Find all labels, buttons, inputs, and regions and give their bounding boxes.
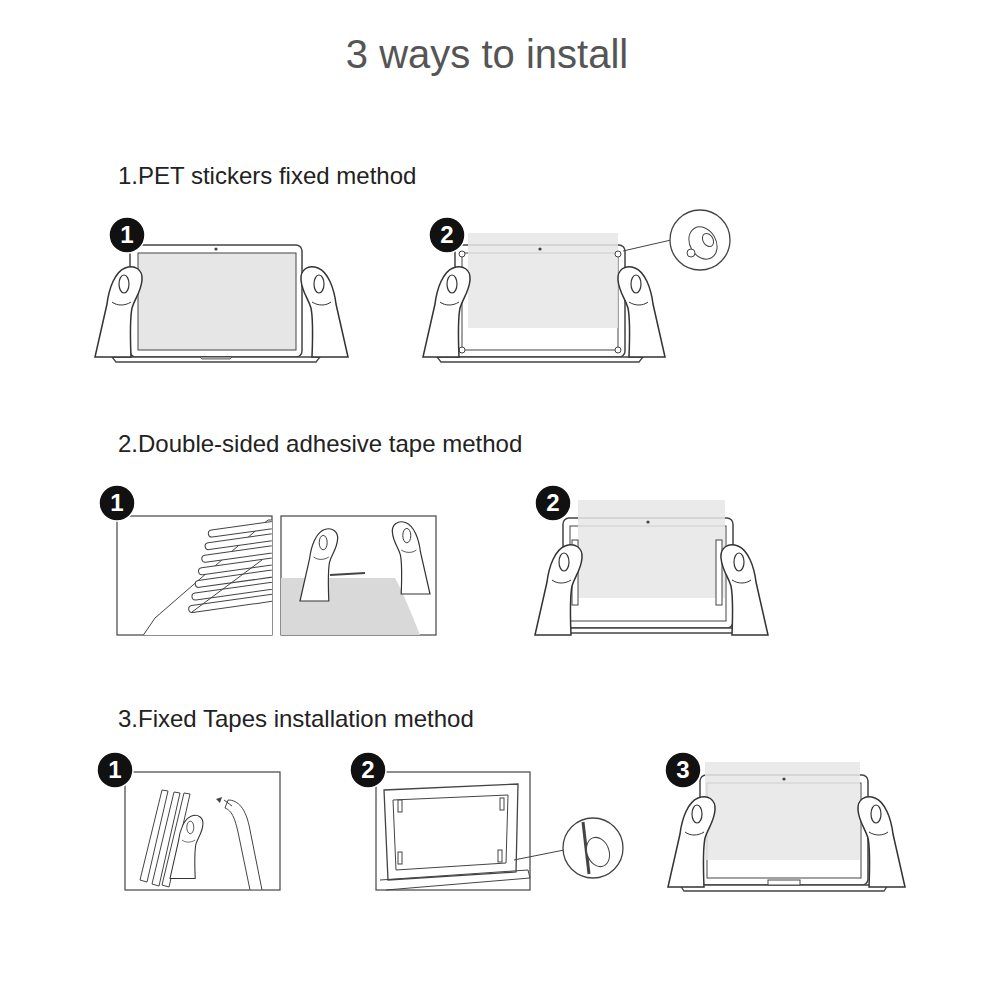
step-number: 1: [98, 484, 136, 515]
laptop-figure: [668, 797, 715, 887]
laptop-figure: [618, 267, 665, 357]
laptop-figure: [670, 210, 730, 270]
laptop-figure: [538, 247, 541, 250]
laptop-figure: [459, 251, 465, 257]
step-circle: [99, 485, 135, 521]
step-badge: 1: [96, 751, 134, 789]
page-title: 3 ways to install: [346, 32, 628, 77]
laptop-figure: [687, 249, 695, 257]
method-heading: 3.Fixed Tapes installation method: [118, 705, 474, 733]
tape-sheet-figure: [330, 573, 365, 575]
laptop-figure: [668, 762, 905, 891]
laptop-figure: [498, 850, 502, 862]
laptop-figure: [782, 777, 785, 780]
laptop-figure: [500, 798, 504, 810]
step-circle: [109, 217, 145, 253]
tape-strip-figure: [216, 797, 222, 803]
laptop-figure: [214, 247, 217, 250]
step-number: 1: [96, 751, 134, 782]
laptop-figure: [398, 852, 402, 864]
laptop-figure: [700, 231, 716, 248]
laptop-figure: [393, 795, 508, 870]
step-badge: 2: [349, 751, 387, 789]
laptop-figure: [130, 245, 302, 357]
step-circle: [535, 485, 571, 521]
step-number: 2: [349, 751, 387, 782]
laptop-figure: [578, 500, 725, 598]
tape-sheet-figure: [281, 578, 420, 635]
laptop-figure: [138, 253, 296, 350]
laptop-figure: [437, 357, 643, 362]
tape-sheet-figure: [178, 517, 272, 613]
step-circle: [429, 217, 465, 253]
step-badge: 3: [664, 751, 702, 789]
laptop-figure: [623, 240, 671, 251]
tape-strip-figure: [225, 800, 262, 890]
step-badge: 1: [108, 216, 146, 254]
laptop-figure: [680, 885, 888, 891]
laptop-figure: [535, 500, 768, 635]
laptop-figure: [376, 772, 623, 890]
tape-strip-figure: [125, 772, 280, 890]
laptop-figure: [301, 267, 348, 357]
tape-sheet-figure: [300, 529, 338, 601]
laptop-figure: [112, 357, 320, 362]
laptop-figure: [545, 628, 751, 633]
tape-sheet-figure: [392, 522, 430, 594]
step-badge: 2: [428, 216, 466, 254]
laptop-figure: [615, 347, 621, 353]
laptop-figure: [646, 520, 649, 523]
laptop-figure: [200, 357, 232, 359]
step-badge: 1: [98, 484, 136, 522]
laptop-figure: [716, 540, 722, 605]
tape-sheet-figure: [208, 517, 272, 537]
laptop-figure: [768, 880, 800, 885]
tape-sheet-figure: [140, 517, 272, 635]
laptop-figure: [95, 245, 348, 362]
laptop-figure: [535, 545, 582, 635]
tape-strip-figure: [224, 800, 232, 806]
laptop-figure: [858, 797, 905, 887]
tape-sheet-figure: [281, 522, 430, 635]
step-number: 2: [534, 484, 572, 515]
laptop-figure: [459, 347, 465, 353]
tape-sheet-figure: [192, 560, 262, 612]
tape-sheet-figure: [117, 516, 436, 640]
tape-strip-figure: [125, 772, 280, 890]
laptop-figure: [384, 784, 518, 880]
tape-sheet-figure: [281, 516, 436, 635]
laptop-figure: [376, 772, 530, 890]
step-circle: [665, 752, 701, 788]
step-circle: [97, 752, 133, 788]
step-number: 1: [108, 216, 146, 247]
step-number: 2: [428, 216, 466, 247]
laptop-figure: [468, 233, 618, 328]
step-circle: [350, 752, 386, 788]
laptop-figure: [563, 818, 623, 878]
laptop-figure: [514, 850, 564, 860]
laptop-figure: [398, 800, 402, 812]
tape-strip-figure: [140, 790, 262, 890]
laptop-figure: [683, 222, 723, 264]
step-number: 3: [664, 751, 702, 782]
laptop-figure: [380, 870, 530, 890]
laptop-figure: [95, 267, 142, 357]
step-badge: 2: [534, 484, 572, 522]
method-heading: 2.Double-sided adhesive tape method: [118, 430, 522, 458]
method-heading: 1.PET stickers fixed method: [118, 162, 416, 190]
laptop-figure: [583, 834, 614, 870]
tape-strip-figure: [170, 815, 203, 878]
laptop-figure: [423, 210, 730, 362]
laptop-figure: [721, 545, 768, 635]
laptop-figure: [423, 267, 470, 357]
laptop-figure: [705, 762, 860, 860]
laptop-figure: [615, 251, 621, 257]
